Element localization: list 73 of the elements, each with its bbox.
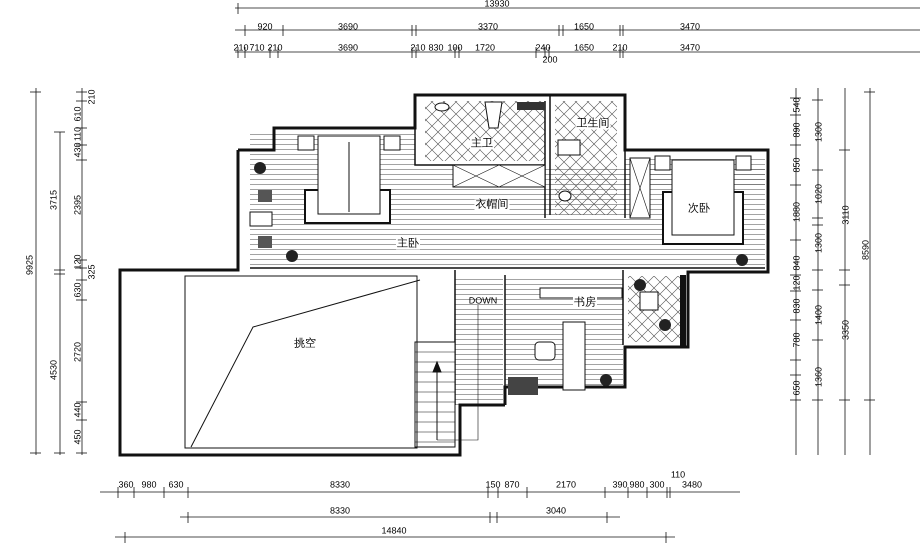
dimension-label: 3470: [680, 44, 700, 52]
dimension-label: 2395: [74, 194, 82, 216]
dimension-label: 2720: [74, 342, 82, 362]
dimension-label: 3470: [680, 22, 700, 32]
dimension-label: 3350: [842, 320, 850, 340]
dimension-label: 360: [118, 480, 134, 490]
dimension-label: 100: [447, 44, 463, 52]
room-label: 卫生间: [576, 118, 610, 130]
dimension-label: 1650: [574, 44, 594, 52]
dimension-label: 8330: [330, 506, 350, 516]
dimension-label: 980: [629, 480, 645, 490]
dimension-label: 120: [792, 275, 802, 291]
dimension-label: 840: [792, 255, 802, 271]
dimension-label: 830: [428, 44, 444, 52]
dimension-label: 3690: [338, 22, 358, 32]
room-label: 次卧: [687, 204, 711, 214]
dimension-label: 1360: [814, 366, 824, 388]
dimension-label: 4530: [50, 360, 58, 380]
dimension-label: 3690: [338, 44, 358, 52]
dimension-label: 210: [88, 89, 96, 105]
dimension-label: 13930: [484, 0, 510, 8]
dimension-label: 980: [141, 480, 157, 490]
dimension-label: 610: [74, 106, 82, 122]
dimension-label: 150: [485, 480, 501, 490]
dimension-label: 890: [792, 122, 802, 138]
dimension-label: 1650: [574, 22, 594, 32]
dimension-label: 630: [168, 480, 184, 490]
dimension-label: 1400: [814, 304, 824, 326]
dimension-label: 200: [542, 56, 558, 64]
dimension-label: 1300: [814, 232, 824, 254]
dimension-label: 1720: [474, 44, 496, 52]
room-label: 主卫: [470, 138, 494, 150]
dimension-label: 850: [792, 157, 802, 173]
dimension-label: 780: [792, 332, 802, 348]
dimension-label: 650: [792, 380, 802, 396]
dimension-label: 450: [74, 429, 82, 445]
dimension-label: 1880: [792, 202, 802, 222]
dimension-label: 430: [74, 142, 82, 158]
room-label: 书房: [573, 298, 597, 308]
dimension-label: 325: [88, 264, 96, 280]
dimension-label: 1020: [814, 184, 824, 204]
dimension-label: 710: [249, 44, 265, 52]
dimension-label: 870: [504, 480, 520, 490]
dimension-label: 8330: [330, 480, 350, 490]
dimension-label: 210: [233, 44, 249, 52]
dimension-label: 8590: [862, 240, 870, 260]
room-label: 挑空: [293, 338, 317, 350]
room-label: 主卧: [396, 238, 420, 250]
room-label: 衣帽间: [474, 200, 510, 210]
dimension-label: 2170: [556, 480, 576, 490]
dimension-label: 3110: [842, 205, 850, 225]
dimension-label: 240: [535, 44, 551, 52]
dimension-label: 9925: [26, 254, 34, 276]
dimension-label: 110: [670, 470, 686, 480]
dimension-label: 630: [74, 282, 82, 298]
dimension-label: DOWN: [468, 296, 498, 306]
dimension-label: 3715: [50, 190, 58, 210]
dimension-label: 3040: [546, 506, 566, 516]
dimension-label: 210: [410, 44, 426, 52]
dimension-label: 110: [74, 126, 82, 142]
dimension-label: 14840: [381, 526, 407, 536]
dimension-label: 120: [74, 254, 82, 270]
dimension-label: 830: [792, 298, 802, 314]
dimension-label: 3370: [478, 22, 498, 32]
dimension-label: 540: [792, 97, 802, 113]
dimension-label: 390: [612, 480, 628, 490]
dimension-label: 210: [612, 44, 628, 52]
dimension-label: 210: [267, 44, 283, 52]
dimension-label: 920: [257, 22, 273, 32]
dimension-label: 1300: [814, 122, 824, 142]
dimension-label: 3480: [682, 480, 702, 490]
dimension-label: 440: [74, 402, 82, 418]
dimension-label: 300: [649, 480, 665, 490]
